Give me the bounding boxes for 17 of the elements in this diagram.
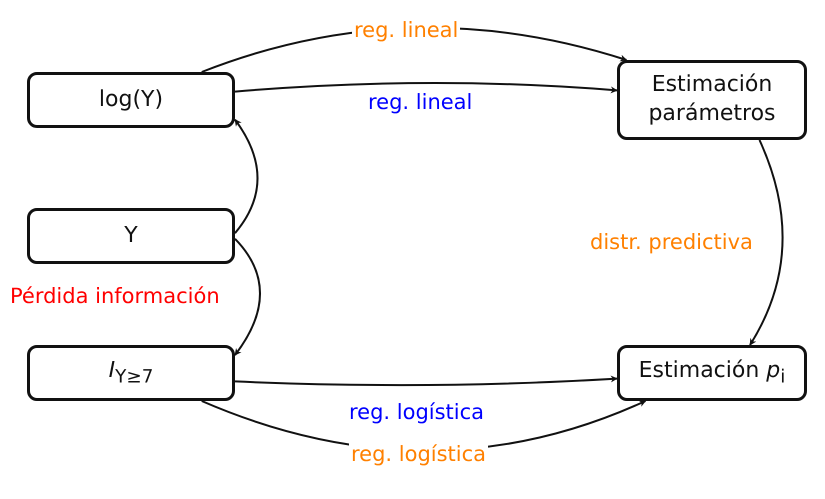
node-label: Estimación p$_{i}$: [638, 356, 786, 390]
arrow: [234, 119, 258, 234]
process-box: [27, 72, 235, 128]
node-label: Estimación parámetros: [647, 71, 777, 128]
process-box: [27, 208, 235, 264]
node-label: log(Y): [98, 86, 164, 114]
process-box: [617, 345, 807, 401]
node-label: Y: [124, 222, 138, 250]
arrow: [234, 375, 618, 386]
edge-label: reg. lineal: [352, 18, 460, 42]
arrow: [234, 82, 618, 94]
process-box: [617, 60, 807, 140]
node-label: I$_{Y≥7}$: [108, 356, 154, 390]
edge-label: reg. logística: [349, 442, 488, 466]
process-box: [27, 345, 235, 401]
arrow: [234, 238, 261, 356]
arrow: [749, 140, 784, 346]
